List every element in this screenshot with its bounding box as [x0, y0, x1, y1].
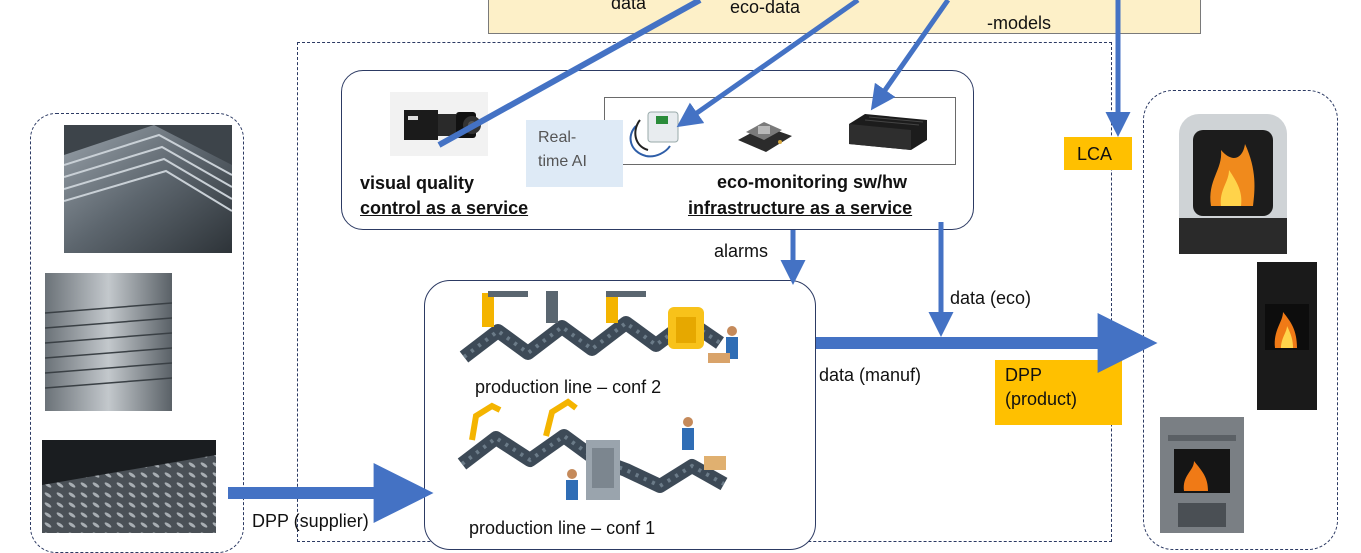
- steel-coil-stack-image: [45, 273, 172, 411]
- realtime-ai-line2: time AI: [538, 153, 587, 170]
- arrow-models-to-computer: [870, 0, 951, 111]
- data-eco-label: data (eco): [950, 288, 1032, 308]
- eco-monitoring-label-line1: eco-monitoring sw/hw: [717, 172, 908, 192]
- edge-computer-image: [849, 114, 927, 150]
- alarms-label: alarms: [714, 241, 769, 261]
- data-manuf-label: data (manuf): [819, 365, 922, 385]
- production-line-conf2-label: production line – conf 2: [475, 377, 662, 397]
- top-eco-data-label: eco-data: [730, 0, 801, 17]
- visual-quality-label-line2: control as a service: [360, 198, 529, 218]
- arrow-data-to-camera: [437, 0, 702, 148]
- dpp-supplier-label: DPP (supplier): [252, 511, 369, 531]
- arrow-eco-data-to-meter: [676, 0, 860, 128]
- round-stove-image: [1179, 114, 1287, 254]
- steel-sheets-image: [64, 125, 232, 253]
- checker-plate-image: [42, 440, 216, 533]
- lca-badge-label: LCA: [1077, 144, 1113, 164]
- lca-badge: LCA: [1064, 137, 1132, 170]
- dpp-product-badge: DPP (product): [995, 360, 1122, 425]
- visual-quality-label-line1: visual quality: [360, 173, 475, 193]
- production-line-conf1-image: [457, 398, 728, 500]
- arrows-layer: [228, 0, 1158, 523]
- top-models-label: -models: [987, 13, 1052, 33]
- sensor-board-image: [738, 122, 792, 152]
- eco-monitoring-label-line2: infrastructure as a service: [688, 198, 913, 218]
- top-data-label: data: [611, 0, 647, 13]
- data-models-panel: [488, 0, 1201, 34]
- cast-iron-stove-image: [1160, 417, 1244, 533]
- energy-meter-image: [629, 111, 679, 158]
- tall-stove-image: [1257, 262, 1317, 410]
- dpp-product-line2: (product): [1005, 389, 1078, 409]
- production-line-conf2-image: [459, 291, 738, 363]
- realtime-ai-line1: Real-: [538, 129, 577, 146]
- dpp-product-line1: DPP: [1005, 365, 1043, 385]
- realtime-ai-box: Real- time AI: [526, 120, 623, 187]
